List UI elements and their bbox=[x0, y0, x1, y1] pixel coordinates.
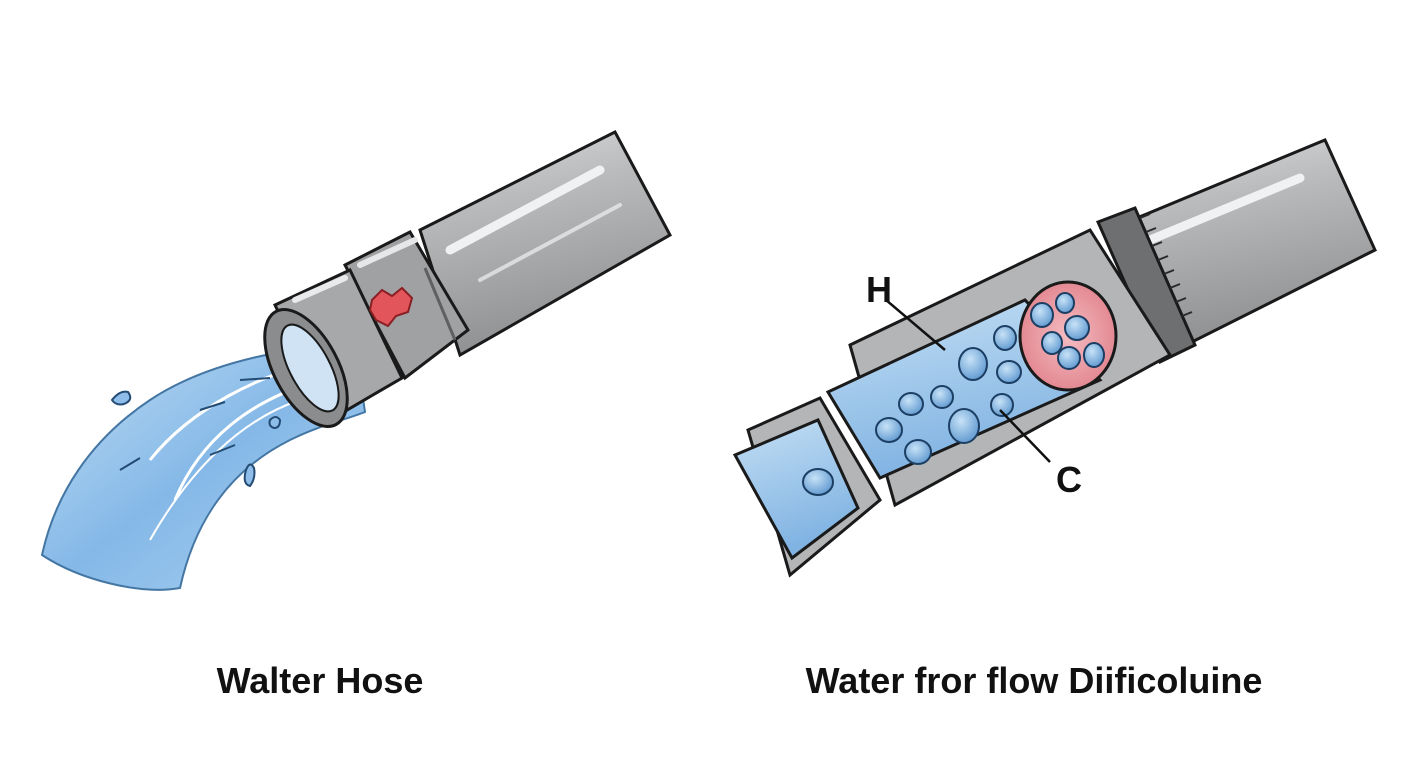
blood-cell bbox=[1041, 331, 1063, 355]
callout-label-c: C bbox=[1056, 459, 1082, 500]
callout-label-h: H bbox=[866, 269, 892, 310]
clumped-cells bbox=[1030, 292, 1105, 370]
blood-cell bbox=[948, 408, 980, 444]
water-droplet bbox=[243, 463, 256, 488]
callout-line-h bbox=[885, 299, 946, 351]
water-droplet bbox=[110, 390, 132, 406]
blood-cell bbox=[898, 392, 924, 416]
blood-cell bbox=[990, 393, 1014, 417]
blood-cell bbox=[904, 439, 932, 465]
blood-cell bbox=[993, 325, 1017, 351]
leaking-hose-illustration bbox=[40, 130, 673, 591]
blood-cell bbox=[802, 468, 834, 496]
water-droplet bbox=[268, 416, 282, 430]
blood-cell bbox=[1064, 315, 1090, 341]
hose-cutaway-near bbox=[732, 418, 860, 561]
clogged-hose-illustration: H C bbox=[732, 138, 1377, 578]
blood-cells bbox=[875, 325, 1022, 465]
blood-cell bbox=[1057, 346, 1081, 370]
blood-cell bbox=[996, 360, 1022, 384]
blood-cell bbox=[1083, 342, 1105, 368]
blood-cell bbox=[930, 385, 954, 409]
blood-cell bbox=[958, 347, 988, 381]
blood-cell bbox=[1055, 292, 1075, 314]
caption-right-panel: Water fror flow Diificoluine bbox=[805, 660, 1263, 701]
blood-cell bbox=[1030, 302, 1054, 328]
leak-spot bbox=[368, 286, 414, 328]
blood-cell bbox=[875, 417, 903, 443]
callout-line-c bbox=[999, 409, 1051, 463]
caption-left-panel: Walter Hose bbox=[216, 660, 424, 701]
